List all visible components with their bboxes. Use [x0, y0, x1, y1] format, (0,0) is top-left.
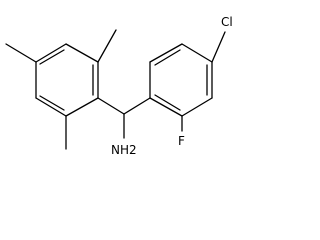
amine-label: NH2: [111, 143, 137, 157]
bond: [65, 97, 99, 117]
bond: [149, 43, 183, 63]
mesityl-ring: [35, 43, 99, 117]
chemical-structure-diagram: Cl F NH2: [5, 15, 233, 157]
halogen-bonds: [181, 31, 226, 132]
bond-ch-ring2: [123, 97, 151, 115]
methyl-groups: [5, 29, 117, 150]
bond-ring1-ch: [97, 97, 125, 115]
methyl-left: [5, 43, 37, 63]
bond: [181, 97, 213, 117]
bond: [65, 43, 99, 63]
double-bond-inner: [39, 49, 65, 65]
bond: [35, 43, 67, 63]
bond: [149, 97, 183, 117]
bond-c-cl: [211, 31, 226, 63]
bond: [181, 43, 213, 63]
double-bond-inner: [154, 94, 181, 111]
central-methine: [97, 97, 151, 139]
bond: [35, 97, 67, 117]
double-bond-inner: [154, 49, 181, 66]
methyl-top: [97, 29, 117, 63]
chlorine-label: Cl: [221, 15, 233, 29]
fluorine-label: F: [178, 134, 185, 148]
double-bond-inner: [39, 95, 65, 111]
chlorofluorophenyl-ring: [149, 43, 213, 117]
